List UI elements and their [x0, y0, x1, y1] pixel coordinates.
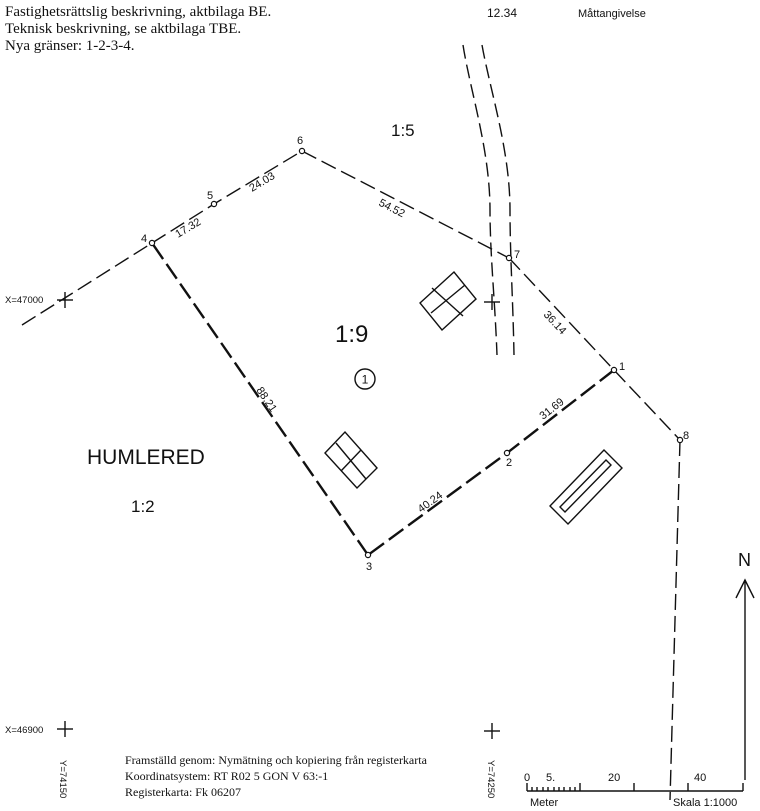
area-name: HUMLERED	[87, 446, 205, 469]
point-marker-3	[364, 551, 372, 559]
coord-y-left: Y=74150	[57, 760, 68, 798]
header-line-3: Nya gränser: 1-2-3-4.	[5, 38, 135, 54]
boundary-6-7	[301, 150, 510, 259]
point-label-4: 4	[141, 233, 147, 245]
footer-line-3: Registerkarta: Fk 06207	[125, 785, 241, 799]
point-label-8: 8	[683, 430, 689, 442]
header-line-2: Teknisk beskrivning, se aktbilaga TBE.	[5, 21, 242, 37]
grid-cross-lower-left	[57, 721, 73, 737]
point-marker-5	[210, 200, 218, 208]
grid-cross-upper-left	[57, 292, 73, 308]
scale-tick-5: 5.	[546, 772, 555, 784]
scale-tick-0: 0	[524, 772, 530, 784]
building-north	[419, 270, 477, 332]
scale-bar	[526, 783, 744, 792]
point-marker-1	[610, 366, 618, 374]
grid-cross-upper-right	[484, 294, 500, 310]
distance-3-4: 88.21	[254, 385, 279, 415]
distance-4-5: 17.32	[173, 216, 203, 240]
coord-x-lower: X=46900	[5, 725, 43, 736]
scale-tick-40: 40	[694, 772, 706, 784]
boundary-west-extension	[21, 242, 153, 326]
road-edge-left	[462, 44, 498, 356]
parcel-label-main: 1:9	[335, 321, 368, 348]
coord-y-right: Y=74250	[485, 760, 496, 798]
parcel-circle	[354, 368, 376, 390]
scale-unit: Meter	[530, 797, 558, 809]
footer-line-1: Framställd genom: Nymätning och kopierin…	[125, 753, 427, 767]
footer-line-2: Koordinatsystem: RT R02 5 GON V 63:-1	[125, 769, 329, 783]
parcel-circle-number: 1	[362, 373, 369, 387]
boundary-7-1-8	[508, 257, 681, 441]
point-marker-7	[505, 254, 513, 262]
point-label-2: 2	[506, 457, 512, 469]
header-line-1: Fastighetsrättslig beskrivning, aktbilag…	[5, 4, 272, 20]
building-west	[324, 430, 378, 490]
scale-tick-20: 20	[608, 772, 620, 784]
parcel-label-north: 1:5	[391, 121, 415, 140]
new-boundary-3-4	[151, 242, 369, 556]
north-arrow	[735, 578, 755, 780]
parcel-label-west: 1:2	[131, 497, 155, 516]
point-label-1: 1	[619, 361, 625, 373]
point-marker-2	[503, 449, 511, 457]
coord-x-upper: X=47000	[5, 295, 43, 306]
road-edge-right	[481, 44, 515, 356]
footer-notes: Framställd genom: Nymätning och kopierin…	[125, 752, 427, 800]
boundary-8-south	[669, 439, 681, 801]
grid-cross-lower-right	[484, 723, 500, 739]
distance-5-6: 24.03	[247, 170, 277, 194]
scale-ratio: Skala 1:1000	[673, 797, 737, 809]
point-marker-4	[148, 239, 156, 247]
point-label-6: 6	[297, 135, 303, 147]
header-notes: Fastighetsrättslig beskrivning, aktbilag…	[5, 4, 271, 55]
new-boundary-1-2-3	[367, 369, 615, 556]
point-marker-6	[298, 147, 306, 155]
point-label-3: 3	[366, 561, 372, 573]
distance-7-1: 36.14	[541, 309, 569, 337]
point-label-5: 5	[207, 190, 213, 202]
point-label-7: 7	[514, 249, 520, 261]
point-marker-8	[676, 436, 684, 444]
building-southeast	[549, 449, 623, 525]
measure-legend-label: Måttangivelse	[578, 8, 646, 20]
measure-example-value: 12.34	[487, 6, 518, 20]
north-label: N	[738, 550, 751, 570]
distance-6-7: 54.52	[377, 197, 407, 220]
